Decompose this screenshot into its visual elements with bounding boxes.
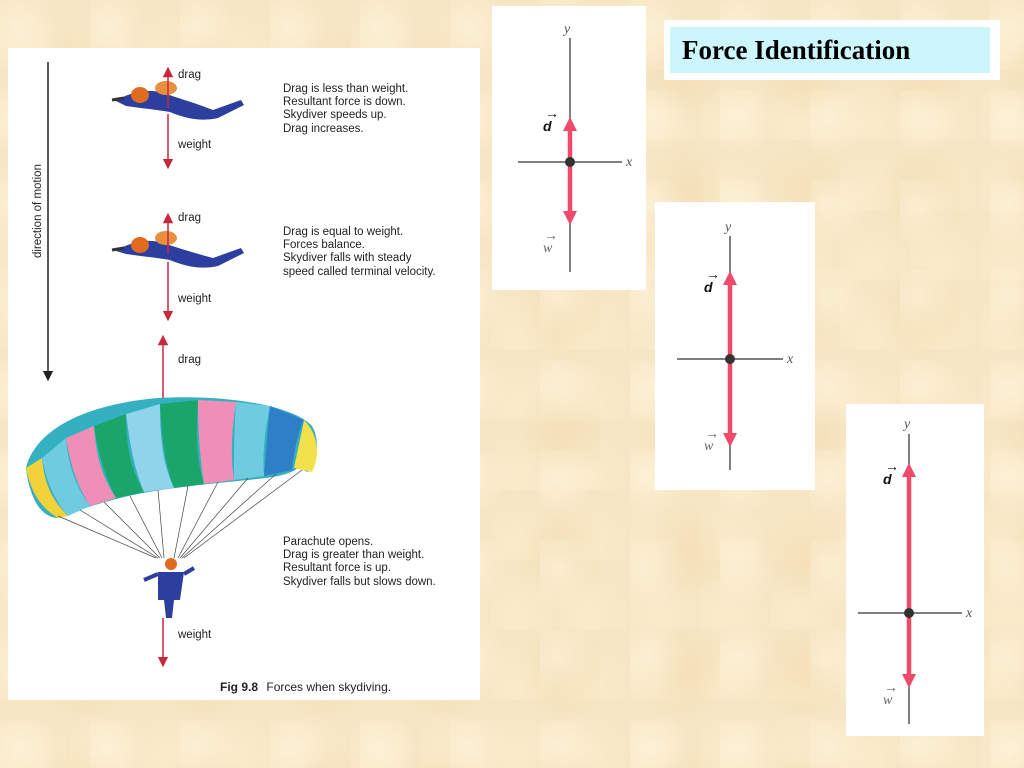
drag-vector-arrow-mark: →: [545, 105, 559, 121]
parachute-canopy: [26, 397, 318, 518]
figure-caption-text: Forces when skydiving.: [266, 680, 391, 694]
free-body-diagram-1: y x d → w →: [492, 6, 646, 290]
weight-vector-label: w: [543, 241, 553, 256]
weight-vector-arrow-mark: →: [884, 681, 898, 696]
stage-1-text-line: Skydiver speeds up.: [283, 109, 387, 121]
stage-2-text-line: Drag is equal to weight.: [283, 226, 403, 238]
origin-point: [565, 157, 575, 167]
figure-caption-prefix: Fig 9.8: [220, 680, 258, 694]
free-body-diagram-2: y x d → w →: [655, 202, 815, 490]
weight-vector-label: w: [704, 439, 714, 454]
y-axis-label: y: [902, 417, 911, 432]
title-box: Force Identification: [664, 20, 1000, 80]
stage-3-text-line: Resultant force is up.: [283, 562, 391, 574]
origin-point: [725, 354, 735, 364]
fbd-svg: y x d → w →: [518, 22, 633, 272]
skydiver-3: [143, 558, 196, 618]
drag-vector-label: d: [704, 279, 713, 295]
x-axis-label: x: [786, 352, 794, 367]
stage-3-text-line: Skydiver falls but slows down.: [283, 576, 436, 588]
stage-1-drag-label: drag: [178, 69, 201, 81]
stage-2-drag-label: drag: [178, 212, 201, 224]
drag-vector-head: [563, 117, 577, 131]
skydiving-figure-panel: direction of motion drag weight Drag is …: [8, 48, 480, 700]
skydiver-1: [111, 81, 244, 120]
figure-caption: Fig 9.8 Forces when skydiving.: [220, 680, 391, 694]
parachute-lines: [57, 469, 303, 559]
y-axis-label: y: [562, 22, 571, 37]
stage-1-text-line: Drag increases.: [283, 123, 364, 135]
fbd-svg: y x d → w →: [677, 220, 794, 470]
drag-vector-arrow-mark: →: [706, 266, 720, 282]
drag-vector-label: d: [883, 471, 892, 487]
stage-2-text-line: speed called terminal velocity.: [283, 266, 436, 278]
skydiving-figure: direction of motion drag weight Drag is …: [26, 62, 436, 694]
skydiver-2: [111, 231, 244, 268]
origin-point: [904, 608, 914, 618]
x-axis-label: x: [625, 155, 633, 170]
free-body-diagram-3: y x d → w →: [846, 404, 984, 736]
stage-1-text-line: Drag is less than weight.: [283, 83, 408, 95]
page-title: Force Identification: [670, 27, 990, 73]
y-axis-label: y: [723, 220, 732, 235]
stage-1-weight-label: weight: [177, 139, 212, 151]
stage-2-weight-label: weight: [177, 293, 212, 305]
drag-vector-arrow-mark: →: [885, 458, 899, 474]
stage-3-text-line: Drag is greater than weight.: [283, 549, 424, 561]
drag-vector-head: [723, 271, 737, 285]
stage-3-text-line: Parachute opens.: [283, 536, 373, 548]
fbd-svg: y x d → w →: [858, 417, 973, 724]
weight-vector-head: [902, 674, 916, 688]
weight-vector-head: [723, 433, 737, 447]
weight-vector-label: w: [883, 693, 893, 708]
stage-2-text-line: Forces balance.: [283, 239, 365, 251]
stage-2-text-line: Skydiver falls with steady: [283, 252, 412, 264]
x-axis-label: x: [965, 606, 973, 621]
direction-of-motion-label: direction of motion: [32, 164, 44, 258]
stage-3-weight-label: weight: [177, 629, 212, 641]
weight-vector-arrow-mark: →: [544, 229, 558, 244]
weight-vector-arrow-mark: →: [705, 427, 719, 442]
stage-1-text-line: Resultant force is down.: [283, 96, 406, 108]
drag-vector-label: d: [543, 118, 552, 134]
stage-3-drag-label: drag: [178, 354, 201, 366]
weight-vector-head: [563, 211, 577, 225]
drag-vector-head: [902, 463, 916, 477]
